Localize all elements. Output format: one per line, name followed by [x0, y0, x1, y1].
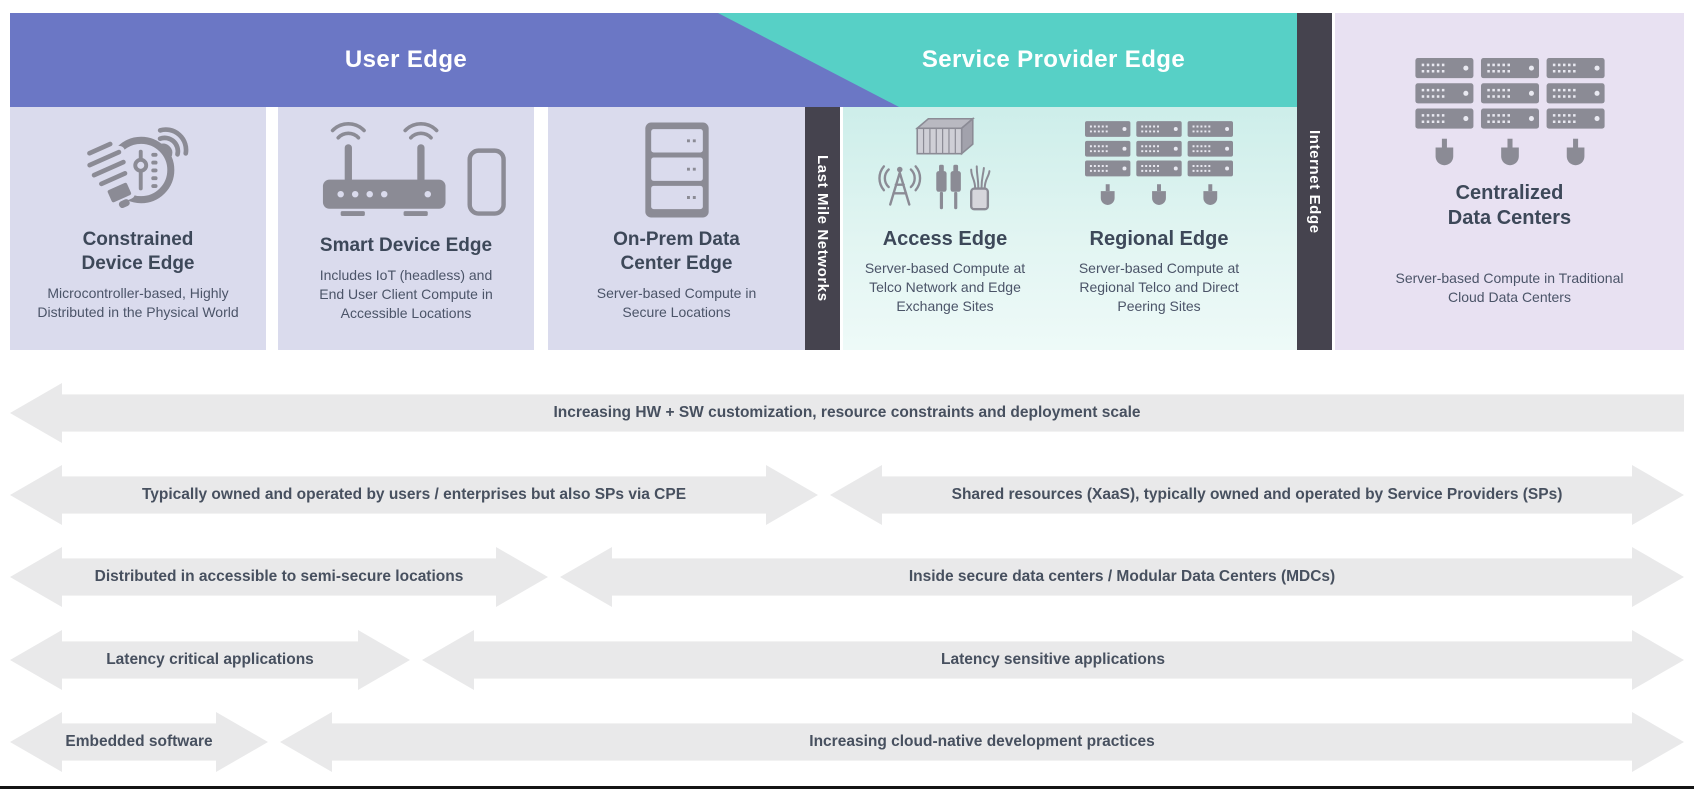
arrow-label: Typically owned and operated by users / …: [141, 486, 687, 503]
user-edge-title: User Edge: [344, 46, 468, 73]
arrow-label: Latency sensitive applications: [941, 651, 1165, 668]
edge-header-band: User Edge Service Provider Edge: [10, 13, 1297, 107]
column-regional-edge: Regional Edge Server-based Compute at Re…: [1057, 107, 1297, 350]
panel-subtitle: Server-based Compute at Regional Telco a…: [1078, 260, 1240, 314]
panel-title-line2: Center Edge: [620, 253, 733, 274]
panel-subtitle: Microcontroller-based, Highly Distribute…: [37, 285, 239, 320]
arrow-latency-user: Latency critical applications: [10, 630, 410, 690]
lightbulb-dial-icon: [10, 117, 266, 222]
server-grid-icon: [1057, 113, 1261, 215]
service-provider-edge-title: Service Provider Edge: [921, 46, 1186, 73]
arrow-locations-sp: Inside secure data centers / Modular Dat…: [560, 547, 1684, 607]
arrow-label: Increasing HW + SW customization, resour…: [553, 404, 1141, 421]
arrow-label: Increasing cloud-native development prac…: [809, 733, 1155, 750]
panel-title: Centralized Data Centers: [1335, 181, 1684, 231]
panel-smart-device-edge: Smart Device Edge Includes IoT (headless…: [278, 107, 534, 350]
panel-title: On-Prem Data Center Edge: [548, 228, 805, 276]
arrow-label: Distributed in accessible to semi-secure…: [94, 568, 464, 585]
data-centers-icon: [1335, 57, 1684, 169]
bottom-rule: [0, 786, 1694, 789]
panel-title-line1: Constrained: [82, 229, 194, 250]
column-access-edge: Access Edge Server-based Compute at Telc…: [843, 107, 1057, 350]
panel-subtitle: Server-based Compute in Secure Locations: [596, 285, 757, 320]
panel-title-line2: Data Centers: [1447, 207, 1572, 229]
arrow-ownership-sp: Shared resources (XaaS), typically owned…: [830, 465, 1684, 525]
panel-subtitle: Server-based Compute in Traditional Clou…: [1395, 270, 1624, 305]
arrow-label: Inside secure data centers / Modular Dat…: [908, 568, 1336, 585]
arrow-customization: Increasing HW + SW customization, resour…: [10, 383, 1684, 443]
panel-title: Smart Device Edge: [319, 235, 493, 256]
arrow-locations-user: Distributed in accessible to semi-secure…: [10, 547, 548, 607]
last-mile-networks-label: Last Mile Networks: [814, 155, 831, 302]
internet-edge-rail: Internet Edge: [1297, 13, 1332, 350]
arrow-label: Shared resources (XaaS), typically owned…: [951, 486, 1563, 503]
arrow-software-sp: Increasing cloud-native development prac…: [280, 712, 1684, 772]
panel-title: Access Edge: [882, 228, 1008, 250]
arrow-label: Embedded software: [65, 733, 213, 750]
panel-centralized-data-centers: Centralized Data Centers Server-based Co…: [1335, 13, 1684, 350]
container-antenna-cables-icon: [843, 113, 1047, 215]
panel-title-line1: On-Prem Data: [613, 229, 740, 250]
arrow-latency-sp: Latency sensitive applications: [422, 630, 1684, 690]
panel-constrained-device-edge: Constrained Device Edge Microcontroller-…: [10, 107, 266, 350]
arrow-label: Latency critical applications: [106, 651, 314, 668]
panel-title: Constrained Device Edge: [10, 228, 266, 276]
last-mile-networks-rail: Last Mile Networks: [805, 107, 840, 350]
panel-subtitle: Server-based Compute at Telco Network an…: [864, 260, 1026, 314]
service-provider-panel: Access Edge Server-based Compute at Telc…: [843, 107, 1297, 350]
arrow-ownership-user: Typically owned and operated by users / …: [10, 465, 818, 525]
server-rack-icon: [548, 117, 805, 222]
arrow-software-user: Embedded software: [10, 712, 268, 772]
panel-subtitle: Includes IoT (headless) and End User Cli…: [319, 267, 493, 321]
router-phone-icon: [278, 117, 534, 222]
panel-title-line1: Centralized: [1455, 182, 1564, 204]
internet-edge-label: Internet Edge: [1306, 129, 1323, 234]
panel-title-line2: Device Edge: [81, 253, 195, 274]
panel-title: Regional Edge: [1089, 228, 1229, 250]
panel-onprem-data-center-edge: On-Prem Data Center Edge Server-based Co…: [548, 107, 805, 350]
